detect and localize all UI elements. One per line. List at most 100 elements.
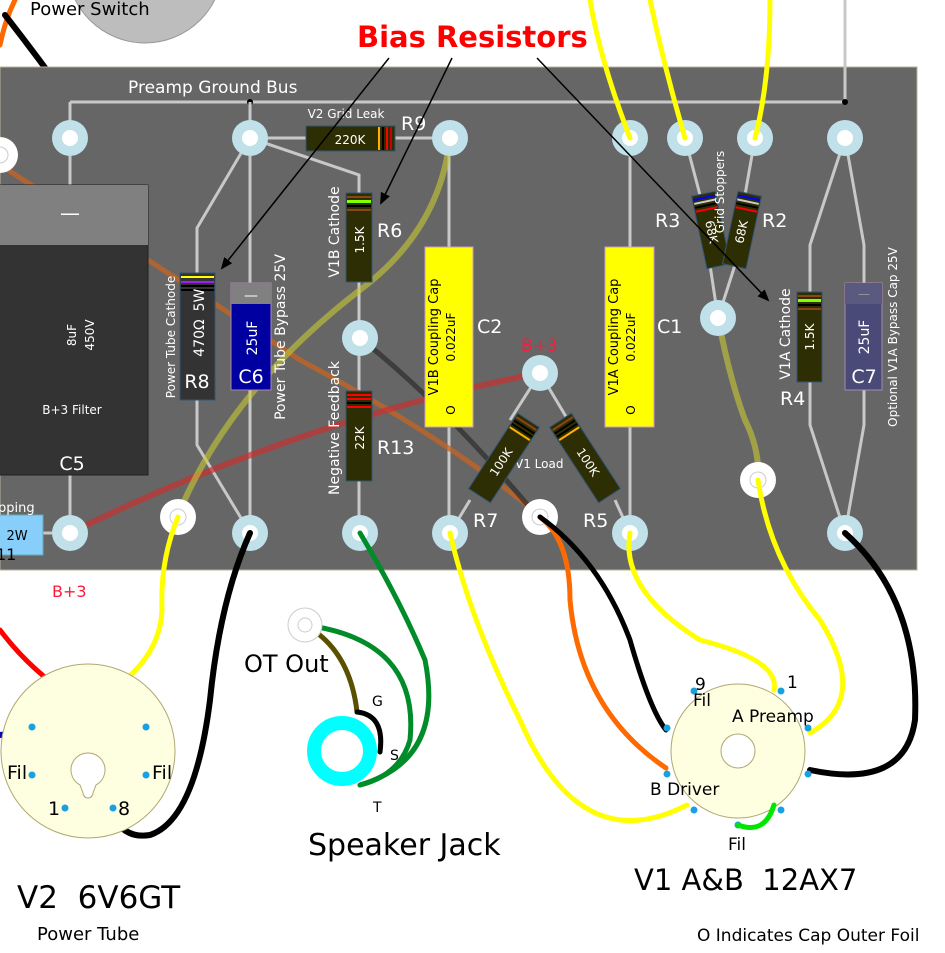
r8-value: 470Ω [192, 319, 208, 357]
speaker-jack: G S T [307, 694, 399, 816]
eyelets [0, 120, 863, 551]
v2-tube-socket: Fil Fil 1 8 [0, 663, 176, 839]
c6-polarity: — [244, 288, 258, 304]
v1-load-label: V1 Load [515, 457, 563, 471]
r6-value: 1.5K [353, 225, 367, 253]
v1-pin1: 1 [787, 673, 798, 693]
ot-out-terminal [287, 607, 323, 643]
r6-label: V1B Cathode [327, 186, 343, 277]
red-wire-bplus [67, 370, 543, 536]
yellow-wire-v1-grid [755, 477, 846, 736]
c7-polarity: — [858, 287, 870, 301]
c2-foil-mark: O [444, 405, 458, 414]
orange-wire-v1 [537, 514, 669, 771]
resistor-r9: 220K V2 Grid Leak R9 [305, 107, 426, 152]
r11-value: 2W [6, 529, 27, 544]
jack-s-label: S [390, 748, 399, 764]
black-jumper-jack [354, 709, 384, 755]
b-plus-3-label: B+3 [521, 336, 558, 356]
black-wire-v2-pin8 [104, 530, 253, 839]
power-switch [74, 0, 216, 44]
speaker-jack-title: Speaker Jack [308, 828, 501, 863]
v2-subtitle: Power Tube [37, 924, 139, 945]
v2-fil-right: Fil [152, 762, 172, 784]
resistor-r8: 5W 470Ω R8 Power Tube Cathode [164, 272, 216, 401]
r4-label: V1A Cathode [778, 288, 794, 379]
r9-ref: R9 [401, 113, 426, 135]
v1-title: V1 A&B 12AX7 [634, 863, 857, 897]
c6-label: Power Tube Bypass 25V [273, 254, 289, 420]
r5-ref: R5 [583, 510, 608, 532]
power-switch-label: Power Switch [30, 0, 150, 20]
capacitor-c1: V1A Coupling Cap 0.022uF O C1 [604, 246, 682, 428]
r4-value: 1.5K [803, 322, 817, 350]
r3-ref: R3 [655, 210, 680, 232]
r13-value: 22K [353, 425, 367, 449]
resistor-r3: 68K [690, 190, 732, 270]
black-wire-v1 [537, 514, 669, 733]
ground-bus-label: Preamp Ground Bus [128, 78, 298, 98]
ground-junction [842, 99, 848, 105]
c5-ref: C5 [59, 453, 84, 475]
annotation-arrows [220, 57, 770, 302]
yellow-wire-top [752, 0, 773, 141]
r13-ref: R13 [377, 437, 414, 459]
r9-label: V2 Grid Leak [308, 107, 385, 121]
cap-foil-note: O Indicates Cap Outer Foil [697, 926, 919, 946]
yellow-wire-grid [715, 315, 762, 483]
r2-ref: R2 [762, 210, 787, 232]
c2-label: V1B Coupling Cap [427, 279, 442, 396]
capacitor-c2: V1B Coupling Cap 0.022uF O C2 [424, 246, 502, 428]
resistor-r2: 68K [721, 190, 763, 270]
grid-stoppers-label: Grid Stoppers [713, 151, 727, 233]
v1-pin9: 9 [695, 675, 706, 695]
r8-ref: R8 [184, 371, 209, 393]
resistor-r4: 1.5K R4 V1A Cathode [778, 288, 823, 410]
yellow-wire-top [647, 0, 688, 141]
c7-ref: C7 [851, 366, 876, 388]
c1-value: 0.022uF [624, 312, 638, 361]
v2-title: V2 6V6GT [17, 880, 181, 916]
c1-label: V1A Coupling Cap [607, 279, 622, 396]
yellow-wire-v1a [626, 530, 777, 693]
r9-value: 220K [335, 133, 367, 147]
yellow-wire-top [587, 0, 633, 141]
r4-ref: R4 [780, 388, 805, 410]
c5-polarity: — [60, 201, 80, 225]
v1-tube-socket: 9 Fil 1 A Preamp B Driver Fil [650, 673, 814, 855]
yellow-wire-v2-grid [102, 514, 181, 698]
c5-voltage: 450V [83, 319, 97, 351]
capacitor-c6: — 25uF C6 Power Tube Bypass 25V [230, 254, 289, 420]
capacitor-c5: — 8uF 450V B+3 Filter C5 [0, 184, 149, 476]
r11-label: pping [0, 501, 35, 516]
resistor-r11: 2W pping 11 [0, 501, 44, 564]
c2-value: 0.022uF [444, 312, 458, 361]
black-wire-v1-cathode [807, 530, 919, 778]
v2-fil-left: Fil [7, 762, 27, 784]
resistor-r13: 22K R13 Negative Feedback [327, 360, 414, 495]
yellow-wire-translucent [175, 135, 453, 518]
r7-ref: R7 [473, 510, 498, 532]
c1-foil-mark: O [624, 405, 638, 414]
capacitor-c7: — 25uF C7 Optional V1A Bypass Cap 25V [844, 246, 900, 427]
resistor-r6: 1.5K R6 V1B Cathode [327, 186, 402, 283]
bias-resistors-annotation: Bias Resistors [357, 20, 588, 54]
c6-ref: C6 [238, 366, 263, 388]
v1-a-preamp-label: A Preamp [732, 707, 814, 727]
jack-t-label: T [372, 800, 382, 816]
r13-label: Negative Feedback [327, 360, 343, 495]
r8-power: 5W [192, 288, 208, 311]
green-wire-ot [302, 622, 414, 788]
v2-pin8: 8 [118, 798, 130, 820]
r8-label: Power Tube Cathode [164, 276, 178, 398]
v1-fil-top: Fil [693, 691, 711, 711]
r6-ref: R6 [377, 220, 402, 242]
yellow-wire-v1b [447, 530, 690, 823]
c5-label: B+3 Filter [42, 403, 102, 417]
c7-value: 25uF [857, 320, 873, 355]
c7-label: Optional V1A Bypass Cap 25V [886, 246, 900, 426]
ot-out-label: OT Out [244, 650, 329, 678]
c1-ref: C1 [657, 316, 682, 338]
r11-ref: 11 [0, 545, 16, 564]
